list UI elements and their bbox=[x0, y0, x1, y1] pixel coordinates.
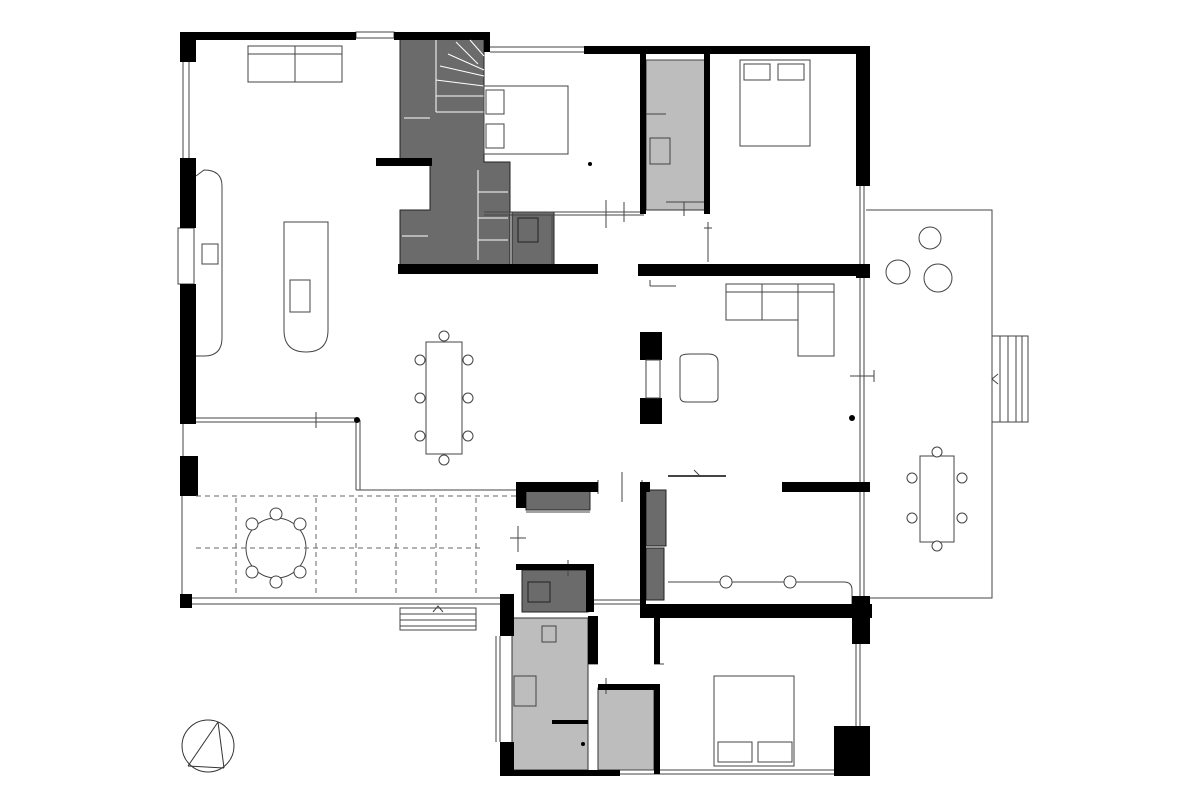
thin-lines bbox=[177, 31, 1029, 775]
furniture bbox=[195, 45, 968, 767]
storage-strip-a bbox=[645, 489, 667, 547]
storage-strip-b bbox=[645, 547, 665, 601]
closet-strip bbox=[525, 489, 591, 511]
stair-treads bbox=[402, 39, 508, 260]
pergola-dashes bbox=[196, 495, 516, 596]
ensuite-north bbox=[645, 59, 707, 211]
utility-south bbox=[597, 687, 655, 771]
walls bbox=[180, 32, 872, 776]
north-arrow bbox=[181, 719, 235, 773]
columns bbox=[354, 162, 855, 746]
